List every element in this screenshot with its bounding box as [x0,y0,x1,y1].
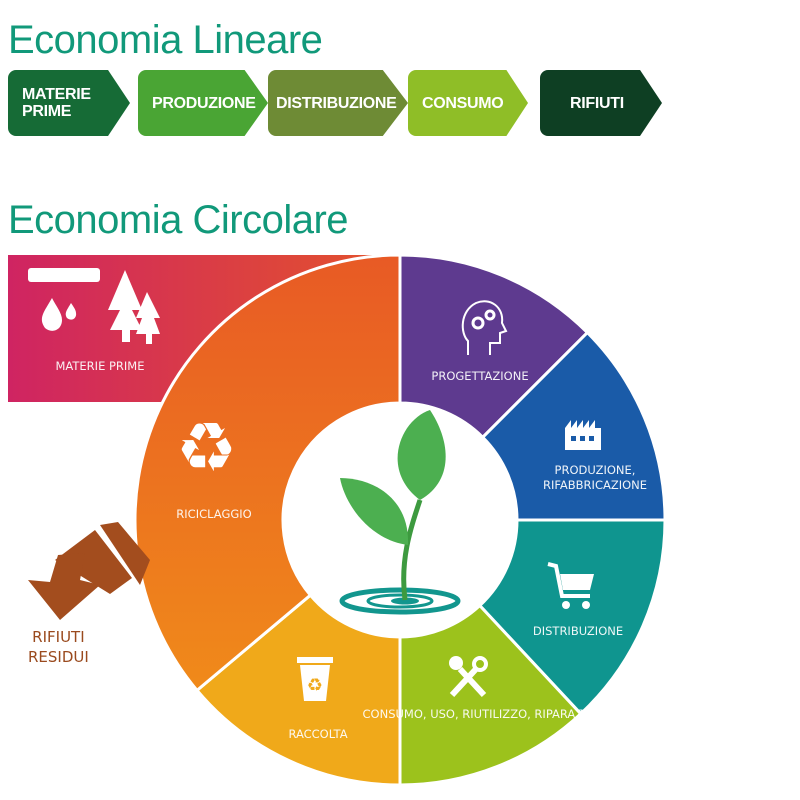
recycle-icon: ♻ [176,409,237,488]
residual-line1: RIFIUTI [32,628,85,646]
step-label: CONSUMO [422,94,504,112]
segment-label-consumo: CONSUMO, USO, RIUTILIZZO, RIPARAZIONE [362,707,612,721]
trees-icon [108,270,160,344]
svg-text:♻: ♻ [307,675,323,696]
linear-economy-title: Economia Lineare [8,18,323,62]
step-label: RIFIUTI [570,94,624,112]
materie-prime-label: MATERIE PRIME [55,359,145,373]
step-label: PRODUZIONE [152,94,256,112]
segment-label-raccolta: RACCOLTA [288,727,348,741]
factory-icon [565,420,601,450]
step-label: MATERIE PRIME [22,86,91,120]
segment-label-riciclaggio: RICICLAGGIO [176,507,252,521]
residual-waste-label: RIFIUTI RESIDUI [28,627,89,667]
water-drops-icon [41,298,77,331]
sprout-icon [339,410,461,615]
step-label: DISTRIBUZIONE [276,94,397,112]
linear-step-produzione: PRODUZIONE [138,70,268,136]
residual-line2: RESIDUI [28,648,89,666]
segment-label-progettazione: PROGETTAZIONE [431,369,529,383]
raw-materials-icons [28,268,160,344]
segment-label-produzione: PRODUZIONE, RIFABBRICAZIONE [542,463,648,492]
head-gears-icon [461,300,508,355]
linear-step-consumo: CONSUMO [408,70,528,136]
tools-icon [449,656,488,698]
linear-step-rifiuti: RIFIUTI [540,70,662,136]
segment-label-distribuzione: DISTRIBUZIONE [532,624,624,638]
linear-step-distribuzione: DISTRIBUZIONE [268,70,408,136]
wheat-icon [28,268,100,282]
linear-step-materie-prime: MATERIE PRIME [8,70,130,136]
cart-icon [547,562,594,609]
circular-economy-title: Economia Circolare [8,198,349,242]
recycle-bin-icon: ♻ [297,657,333,701]
residual-waste-arrow-icon [28,522,150,620]
